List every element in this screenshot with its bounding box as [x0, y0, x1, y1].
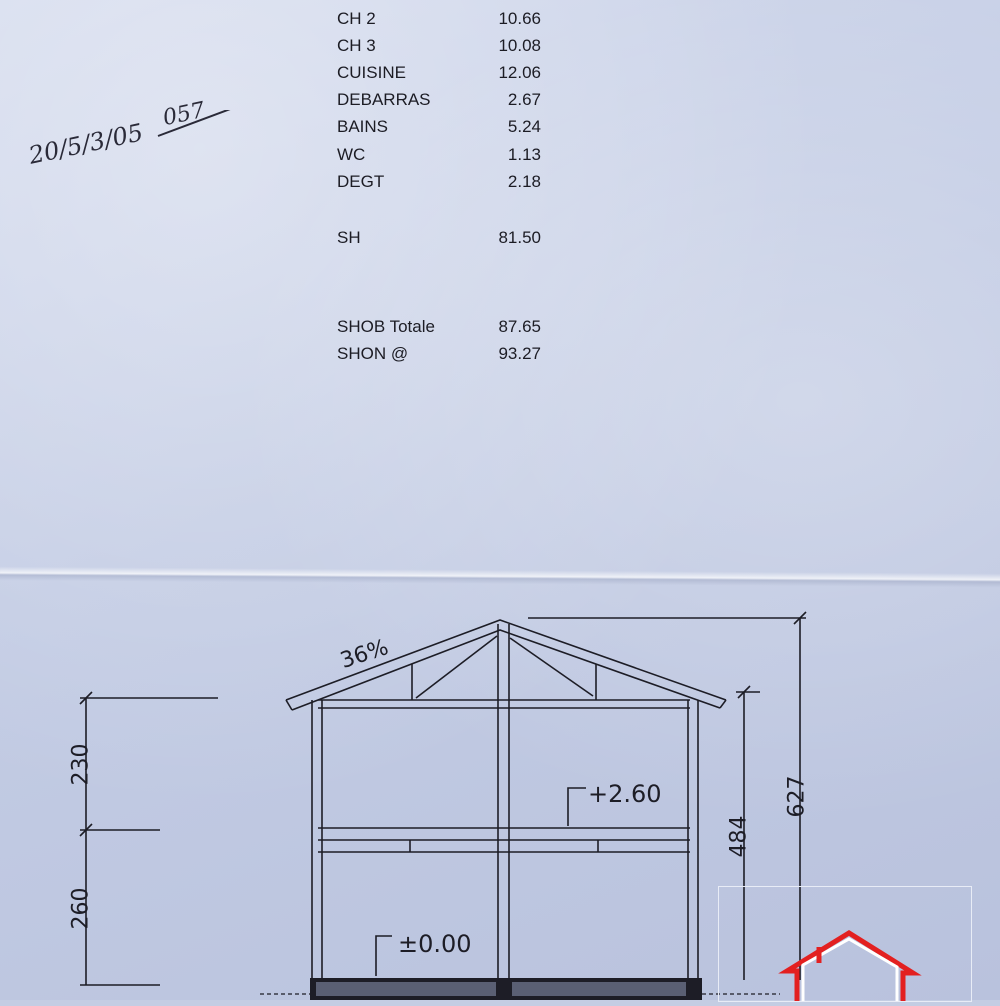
building-section-drawing: [79, 611, 807, 1000]
title-block-box: [718, 886, 972, 1002]
roof-outline: [285, 619, 727, 701]
room-label: WC: [337, 145, 366, 164]
total-label: SHOB Totale: [337, 317, 435, 336]
table-row: DEGT 2.18: [337, 172, 547, 196]
level-marker-ground: [375, 935, 392, 976]
total-value: 93.27: [498, 344, 541, 363]
table-row: DEBARRAS 2.67: [337, 90, 547, 114]
room-label: DEBARRAS: [337, 90, 431, 109]
total-label: SHON @: [337, 344, 409, 363]
table-row: SH 81.50: [337, 228, 547, 252]
room-label: BAINS: [337, 117, 389, 136]
room-area: 5.24: [507, 117, 541, 136]
total-value: 87.65: [498, 317, 541, 336]
roof-eave-left: [285, 699, 293, 711]
dimension-627: 627: [784, 775, 810, 818]
truss-diagonal-right: [509, 637, 594, 697]
room-label: CUISINE: [337, 63, 406, 82]
table-row: SHOB Totale 87.65: [337, 317, 547, 341]
table-row: CH 2 10.66: [337, 9, 547, 33]
table-row: BAINS 5.24: [337, 117, 547, 141]
table-row: SHON @ 93.27: [337, 344, 547, 368]
table-row: WC 1.13: [337, 145, 547, 169]
house-logo-icon: [778, 930, 922, 1001]
room-area: 1.13: [507, 145, 541, 164]
handwritten-note: 20/5/3/05 057: [26, 98, 248, 170]
total-label: SH: [337, 228, 361, 247]
room-label: CH 3: [337, 36, 376, 55]
total-value: 81.50: [498, 228, 541, 247]
roof-underside: [291, 629, 721, 711]
roof-eave-right: [719, 699, 727, 709]
level-upper-label: +2.60: [588, 780, 662, 808]
level-marker-upper: [567, 787, 586, 826]
room-area: 10.66: [498, 9, 541, 28]
room-area: 2.67: [507, 90, 541, 109]
dimension-260: 260: [68, 887, 94, 930]
room-area: 10.08: [498, 36, 541, 55]
room-label: DEGT: [337, 172, 385, 191]
table-row: CH 3 10.08: [337, 36, 547, 60]
room-area: 12.06: [498, 63, 541, 82]
table-row: CUISINE 12.06: [337, 63, 547, 87]
truss-diagonal-left: [415, 635, 498, 699]
dimension-484: 484: [726, 815, 752, 858]
dimension-230: 230: [68, 743, 94, 786]
room-area: 2.18: [507, 172, 541, 191]
room-label: CH 2: [337, 9, 376, 28]
level-ground-label: ±0.00: [398, 930, 472, 958]
handwritten-underline: [157, 110, 231, 137]
